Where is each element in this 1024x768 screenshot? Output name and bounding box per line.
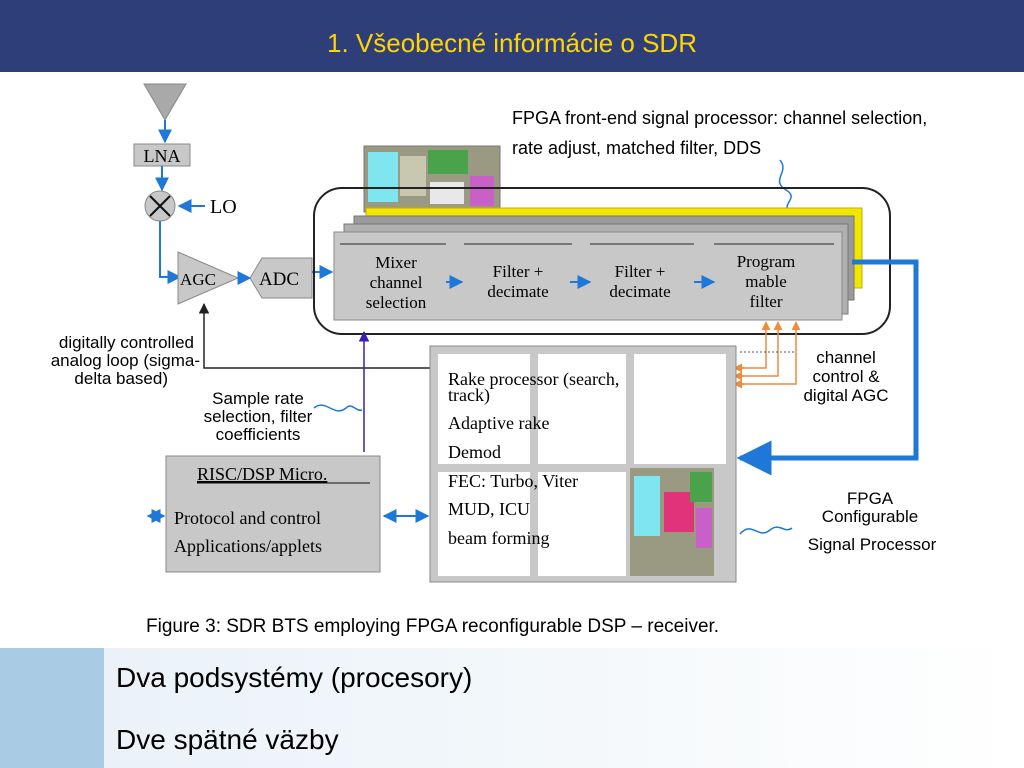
channel-control-line-2: control &	[812, 367, 880, 386]
sample-rate-line-1: Sample rate	[212, 389, 304, 408]
adc-label: ADC	[259, 269, 299, 290]
adc-block	[249, 257, 313, 299]
agc-label: AGC	[180, 270, 216, 289]
configurable-line-2: Configurable	[822, 507, 918, 526]
lna-label: LNA	[144, 146, 181, 166]
fpga-note-line-1: FPGA front-end signal processor: channel…	[512, 108, 927, 128]
bullet-area: Dva podsystémy (procesory) Dve spätné vä…	[0, 648, 1024, 768]
stage-3-line-2: decimate	[609, 282, 670, 301]
risc-line-2: Applications/applets	[174, 536, 322, 556]
slide-title: 1. Všeobecné informácie o SDR	[327, 28, 697, 58]
configurable-line-3: Signal Processor	[808, 535, 937, 554]
risc-line-1: Protocol and control	[174, 508, 321, 528]
side-accent-block	[0, 648, 104, 768]
title-bar: 1. Všeobecné informácie o SDR	[0, 0, 1024, 72]
configurable-line-1: FPGA	[847, 489, 894, 508]
stage-1-line-2: channel	[370, 273, 423, 292]
lo-label: LO	[210, 196, 237, 218]
bullet-2: Dve spätné väzby	[116, 724, 339, 755]
stage-4-line-3: filter	[749, 292, 782, 311]
dsp-line-3: Adaptive rake	[448, 413, 549, 433]
channel-control-line-3: digital AGC	[803, 386, 888, 405]
sample-rate-line-2: selection, filter	[204, 407, 313, 426]
dsp-line-7: beam forming	[448, 528, 549, 548]
antenna-icon	[143, 83, 187, 121]
sdr-figure: LNA LO AGC ADC FPGA front-end signal pro…	[0, 72, 1024, 648]
agc-block	[177, 251, 240, 305]
stage-2-line-1: Filter +	[493, 262, 544, 281]
stage-3-line-1: Filter +	[615, 262, 666, 281]
dsp-line-6: MUD, ICU	[448, 499, 530, 519]
dsp-line-2: track)	[448, 385, 490, 406]
stage-4-line-2: mable	[745, 272, 787, 291]
risc-block	[165, 455, 381, 573]
sdr-block-diagram: LNA LO AGC ADC FPGA front-end signal pro…	[51, 83, 937, 637]
figure-caption: Figure 3: SDR BTS employing FPGA reconfi…	[146, 616, 719, 637]
fpga-note-line-2: rate adjust, matched filter, DDS	[512, 138, 761, 158]
sample-rate-line-3: coefficients	[216, 425, 301, 444]
dsp-line-4: Demod	[448, 442, 501, 462]
stage-2-line-2: decimate	[487, 282, 548, 301]
stage-1-line-3: selection	[366, 293, 427, 312]
channel-control-line-1: channel	[816, 348, 876, 367]
analog-loop-line-3: delta based)	[74, 369, 168, 388]
analog-loop-line-1: digitally controlled	[59, 333, 194, 352]
dsp-line-5: FEC: Turbo, Viter	[448, 471, 578, 491]
dsp-line-1: Rake processor (search,	[448, 369, 619, 390]
analog-loop-line-2: analog loop (sigma-	[51, 351, 200, 370]
stage-1-line-1: Mixer	[375, 253, 417, 272]
stage-4-line-1: Program	[737, 252, 796, 271]
risc-title: RISC/DSP Micro.	[197, 464, 327, 484]
bullet-1: Dva podsystémy (procesory)	[116, 662, 473, 693]
